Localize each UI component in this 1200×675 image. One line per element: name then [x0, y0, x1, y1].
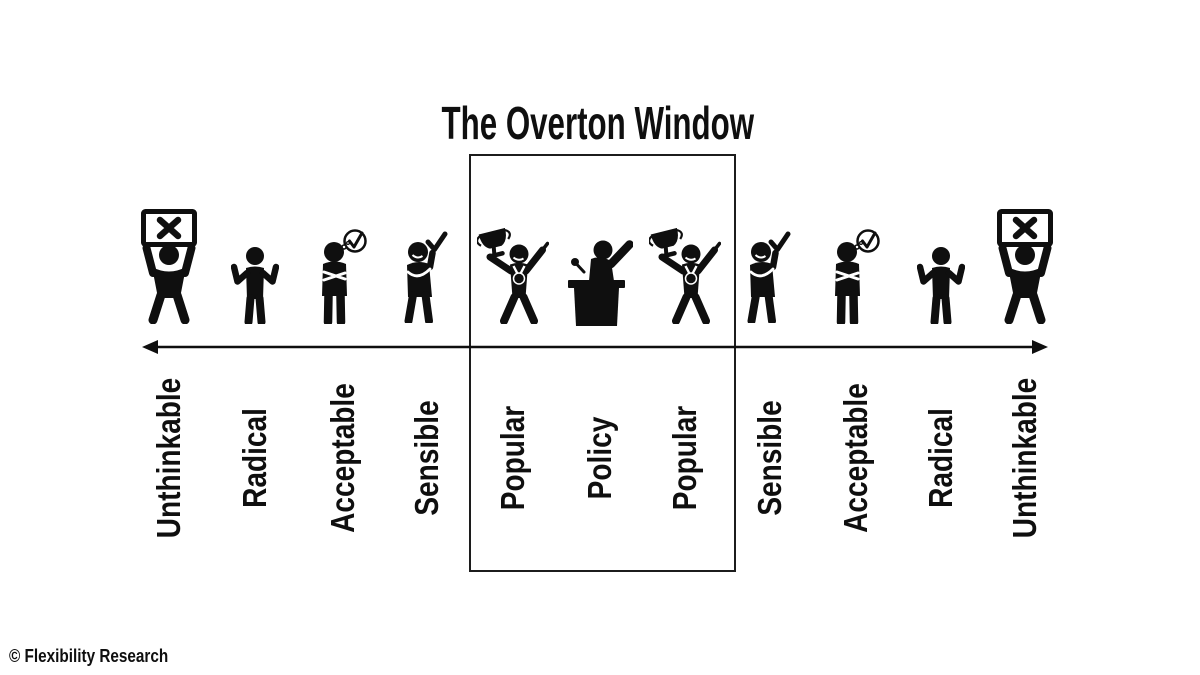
watermark-credit: © Flexibility Research: [9, 646, 169, 666]
thinking-check-figure-icon: [832, 228, 884, 324]
protest-sign-figure-icon: [140, 209, 198, 324]
trophy-winner-figure-icon: [477, 228, 549, 324]
page-title: The Overton Window: [441, 97, 755, 149]
raised-check-figure-icon: [747, 231, 793, 323]
spectrum-label-sensible-left: Sensible: [408, 400, 445, 516]
double-headed-arrow-icon: [142, 340, 1048, 354]
spectrum-label-radical-right: Radical: [922, 408, 959, 508]
spectrum-label-unthinkable-left: Unthinkable: [150, 377, 187, 539]
spectrum-label-unthinkable-right: Unthinkable: [1006, 377, 1043, 539]
protest-sign-figure-icon: [996, 209, 1054, 324]
spectrum-label-popular-right: Popular: [666, 405, 703, 511]
podium-speaker-figure-icon: [567, 237, 633, 327]
spectrum-label-policy: Policy: [581, 416, 618, 500]
spectrum-label-acceptable-right: Acceptable: [837, 383, 874, 533]
spectrum-label-acceptable-left: Acceptable: [324, 383, 361, 533]
raised-check-figure-icon: [404, 231, 450, 323]
spectrum-label-sensible-right: Sensible: [751, 400, 788, 516]
spectrum-label-radical-left: Radical: [236, 408, 273, 508]
overton-window-box: [469, 154, 736, 572]
spectrum-label-popular-left: Popular: [494, 405, 531, 511]
thinking-check-figure-icon: [319, 228, 371, 324]
trophy-winner-figure-icon: [649, 228, 721, 324]
shrugging-figure-icon: [917, 246, 965, 324]
shrugging-figure-icon: [231, 246, 279, 324]
title-row: The Overton Window: [0, 96, 1196, 150]
